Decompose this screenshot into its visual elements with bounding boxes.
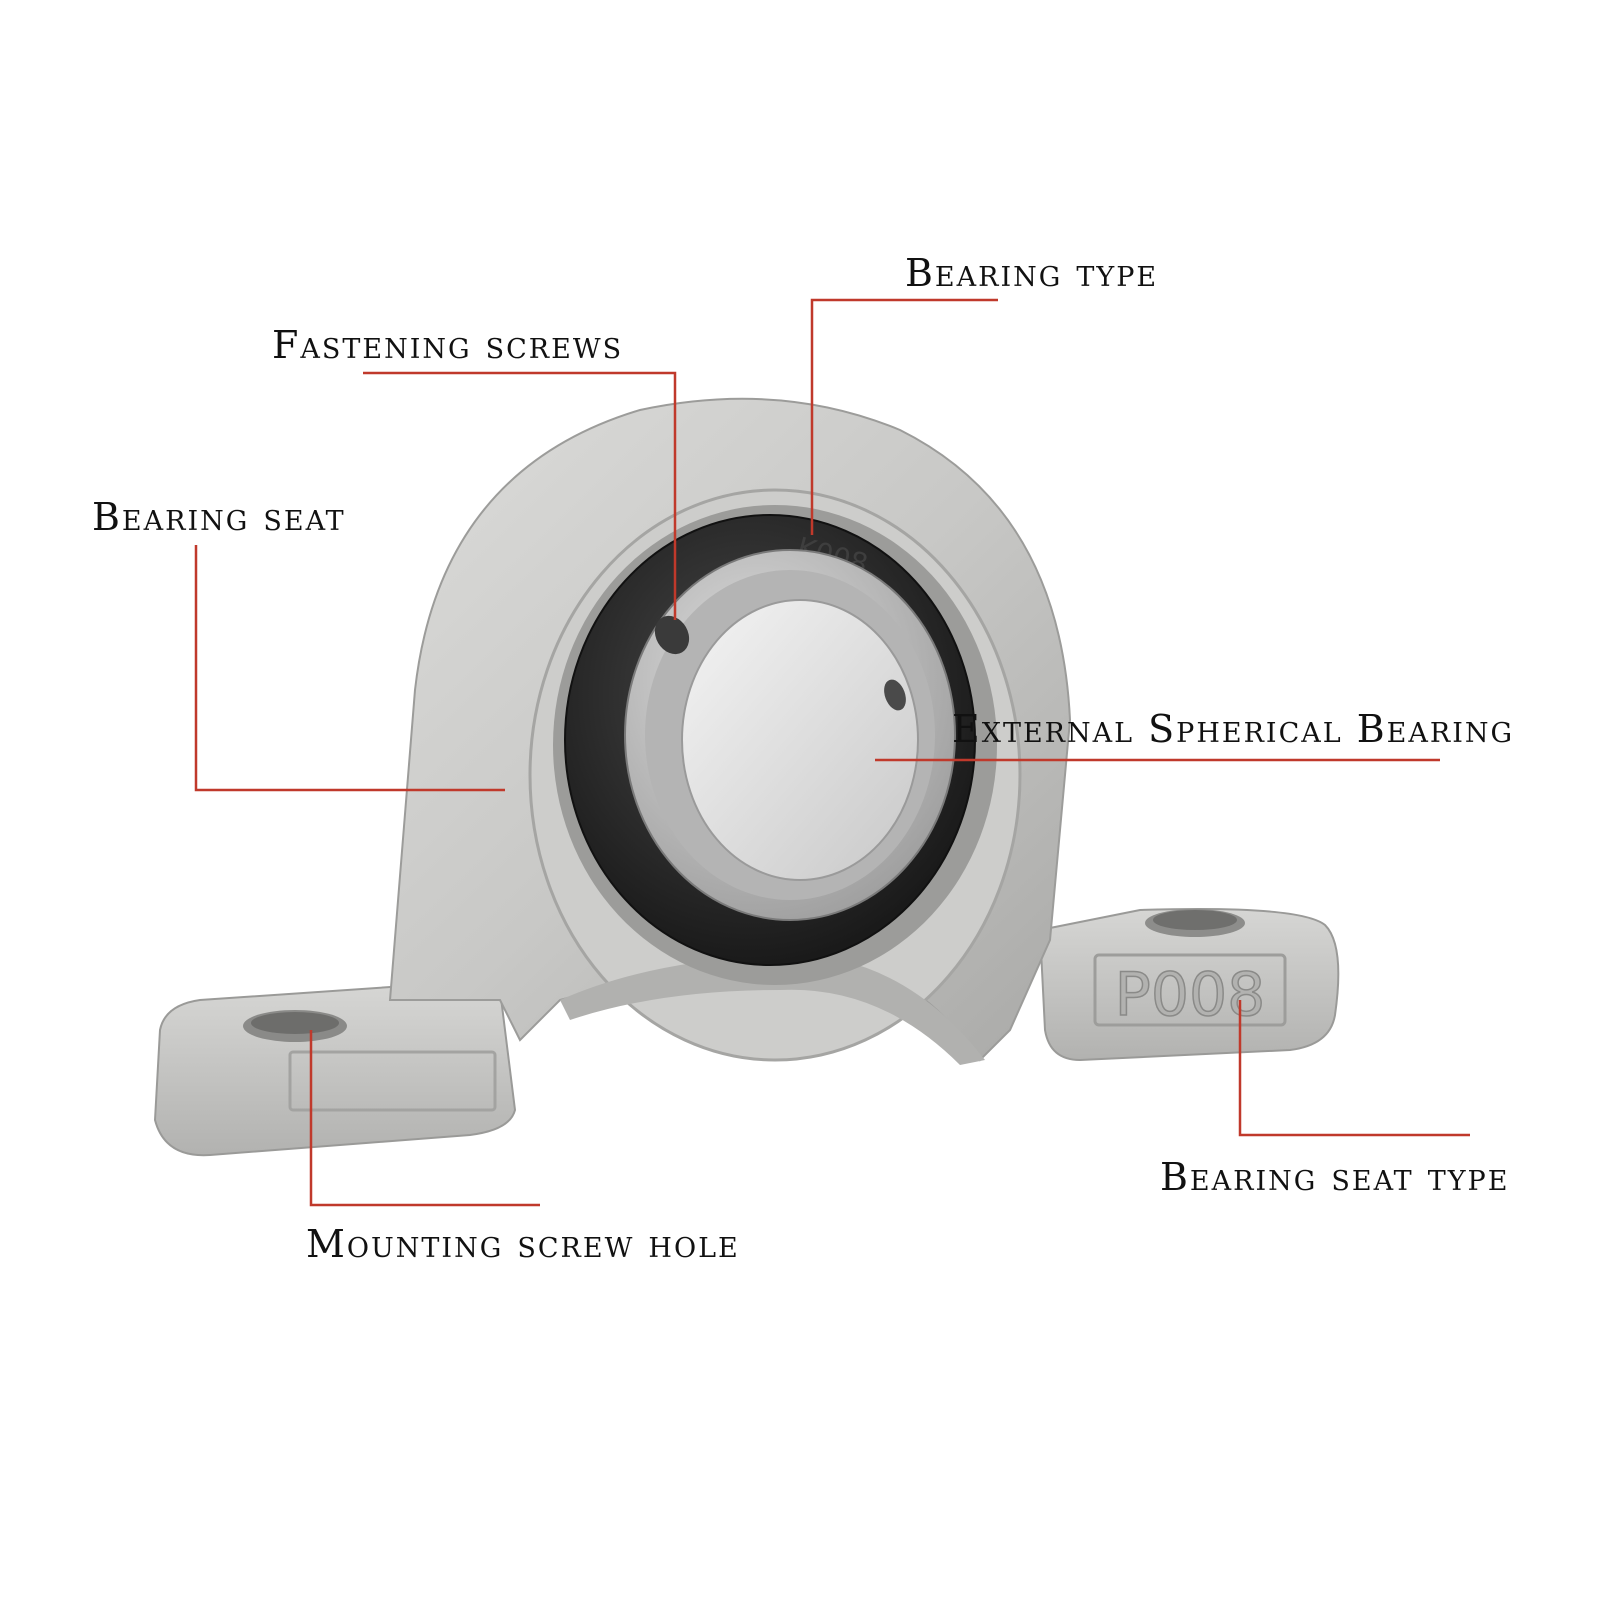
- label-bearing-seat: Bearing seat: [92, 495, 346, 539]
- bore: [681, 599, 919, 881]
- leader-line-bearing-seat: [194, 545, 505, 792]
- leader-lines: [194, 298, 1470, 1207]
- fastening-screw: [654, 615, 690, 655]
- label-bearing-type: Bearing type: [905, 251, 1159, 295]
- leader-line-mounting-screw-hole: [309, 1030, 540, 1207]
- left-mounting-foot: [153, 983, 517, 1157]
- label-fastening-screws: Fastening screws: [272, 323, 624, 367]
- leader-line-fastening-screws: [363, 371, 677, 620]
- label-external-spherical-bearing: External Spherical Bearing: [952, 707, 1515, 751]
- external-spherical-bearing: K008: [553, 505, 997, 985]
- leader-line-bearing-type: [810, 298, 998, 535]
- label-bearing-seat-type: Bearing seat type: [1160, 1155, 1510, 1199]
- label-mounting-screw-hole: Mounting screw hole: [306, 1222, 740, 1266]
- right-mounting-foot: P008: [1038, 908, 1340, 1062]
- housing-code-text: P008: [1115, 960, 1266, 1030]
- leader-line-bearing-seat-type: [1238, 1000, 1470, 1137]
- housing-code-plate: [1093, 953, 1287, 1027]
- fastening-screw: [884, 679, 906, 711]
